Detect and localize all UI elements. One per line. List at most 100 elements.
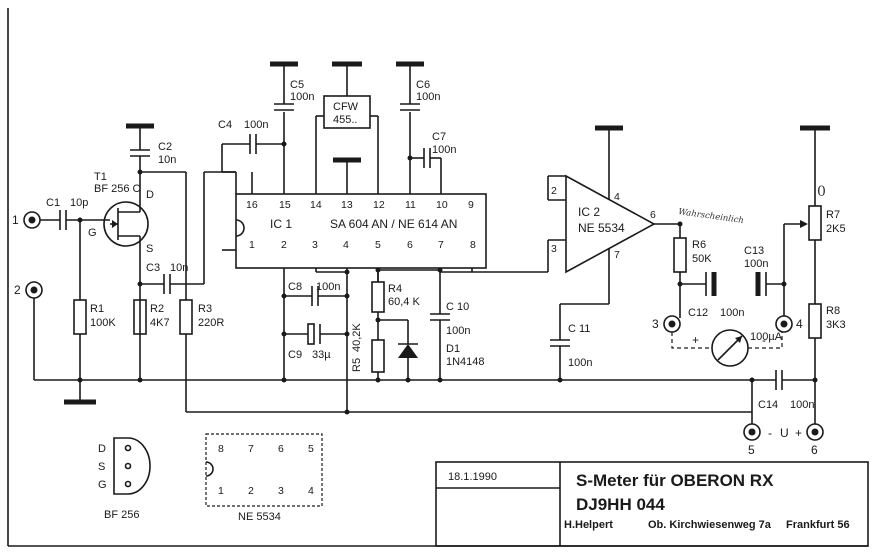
svg-text:C13: C13 <box>744 245 764 257</box>
svg-text:8: 8 <box>218 443 224 455</box>
ic2-ne5534: IC 2 NE 5534 2 3 4 6 7 <box>551 174 656 274</box>
svg-text:4: 4 <box>614 191 620 203</box>
svg-text:C12: C12 <box>688 307 708 319</box>
svg-text:100n: 100n <box>244 119 268 131</box>
svg-text:8: 8 <box>470 239 476 251</box>
svg-text:R8: R8 <box>826 305 840 317</box>
svg-text:6: 6 <box>650 209 656 221</box>
svg-text:6: 6 <box>811 443 818 457</box>
svg-text:100n: 100n <box>316 281 340 293</box>
svg-text:DJ9HH 044: DJ9HH 044 <box>576 495 665 514</box>
svg-text:C6: C6 <box>416 79 430 91</box>
svg-text:7: 7 <box>614 249 620 261</box>
svg-text:G: G <box>98 479 107 491</box>
terminal-5: 5 <box>743 423 761 457</box>
input-terminal-2: 2 <box>14 281 43 299</box>
svg-text:C9: C9 <box>288 349 302 361</box>
svg-text:C1: C1 <box>46 197 60 209</box>
svg-text:NE 5534: NE 5534 <box>578 221 625 235</box>
capacitor-c10: C 10 100n <box>430 270 470 380</box>
svg-text:R1: R1 <box>90 303 104 315</box>
svg-text:IC 2: IC 2 <box>578 205 600 219</box>
resistor-r3: R3 220R <box>179 299 224 412</box>
svg-text:4K7: 4K7 <box>150 317 170 329</box>
svg-text:100n: 100n <box>290 91 314 103</box>
svg-text:IC 1: IC 1 <box>270 217 292 231</box>
svg-text:S-Meter für OBERON RX: S-Meter für OBERON RX <box>576 471 774 490</box>
svg-text:CFW: CFW <box>333 101 359 113</box>
svg-text:40,2K: 40,2K <box>351 323 363 352</box>
svg-text:C3: C3 <box>146 262 160 274</box>
svg-text:Frankfurt 56: Frankfurt 56 <box>786 519 850 531</box>
svg-text:100n: 100n <box>744 258 768 270</box>
handwritten-note: Wahrscheinlich 0 <box>678 184 826 226</box>
svg-text:R5: R5 <box>351 358 363 372</box>
svg-text:-: - <box>768 426 772 440</box>
terminal-3: 3 <box>652 315 681 333</box>
terminal-4: 4 <box>775 315 803 333</box>
capacitor-c11: C 11 100n <box>550 303 609 380</box>
svg-text:1N4148: 1N4148 <box>446 356 485 368</box>
svg-text:16: 16 <box>246 199 258 211</box>
svg-text:NE 5534: NE 5534 <box>238 511 281 523</box>
terminal-6: 6 <box>806 423 824 457</box>
svg-text:9: 9 <box>468 199 474 211</box>
ceramic-filter-cfw: CFW 455.. <box>316 61 378 129</box>
svg-text:5: 5 <box>308 443 314 455</box>
svg-text:3: 3 <box>652 317 659 331</box>
svg-text:10n: 10n <box>170 262 188 274</box>
svg-text:C14: C14 <box>758 399 778 411</box>
svg-text:60,4 K: 60,4 K <box>388 296 420 308</box>
svg-text:5: 5 <box>748 443 755 457</box>
svg-text:100n: 100n <box>416 91 440 103</box>
svg-text:R4: R4 <box>388 283 402 295</box>
capacitor-c5: C5 100n <box>270 61 314 111</box>
svg-text:C5: C5 <box>290 79 304 91</box>
meter-100ua: + - 100µA <box>671 329 783 367</box>
svg-text:3: 3 <box>278 485 284 497</box>
svg-text:2: 2 <box>281 239 287 251</box>
svg-text:S: S <box>146 243 153 255</box>
svg-text:4: 4 <box>343 239 349 251</box>
svg-text:100n: 100n <box>790 399 814 411</box>
input-terminal-1: 1 <box>12 211 41 229</box>
svg-text:BF 256 C: BF 256 C <box>94 183 141 195</box>
svg-text:3: 3 <box>312 239 318 251</box>
capacitor-c8: C8 100n <box>281 281 347 306</box>
svg-text:100n: 100n <box>568 357 592 369</box>
svg-text:10p: 10p <box>70 197 88 209</box>
resistor-r1: R1 100K <box>73 220 116 380</box>
svg-text:D: D <box>98 443 106 455</box>
capacitor-c13: C13 100n <box>744 245 784 296</box>
svg-text:C7: C7 <box>432 131 446 143</box>
capacitor-c7: C7 100n <box>407 131 456 168</box>
svg-text:3K3: 3K3 <box>826 319 846 331</box>
capacitor-c3: C3 10n <box>140 171 237 294</box>
svg-text:7: 7 <box>248 443 254 455</box>
svg-text:2K5: 2K5 <box>826 223 846 235</box>
svg-text:12: 12 <box>373 199 385 211</box>
capacitor-c2: C2 10n <box>126 123 176 172</box>
svg-text:1: 1 <box>249 239 255 251</box>
svg-text:R3: R3 <box>198 303 212 315</box>
svg-text:4: 4 <box>796 317 803 331</box>
svg-text:D1: D1 <box>446 343 460 355</box>
trimmer-r6: R6 50K <box>673 224 712 284</box>
svg-text:6: 6 <box>278 443 284 455</box>
transistor-t1: T1 BF 256 C D G S <box>88 171 154 380</box>
title-block: 18.1.1990 S-Meter für OBERON RX DJ9HH 04… <box>435 461 869 547</box>
svg-text:T1: T1 <box>94 171 107 183</box>
svg-text:R7: R7 <box>826 209 840 221</box>
drawing-frame <box>7 8 868 547</box>
ic1-sa604: IC 1 SA 604 AN / NE 614 AN 16 15 14 13 1… <box>235 193 487 269</box>
svg-text:C4: C4 <box>218 119 232 131</box>
svg-text:220R: 220R <box>198 317 224 329</box>
svg-text:6: 6 <box>407 239 413 251</box>
svg-text:C2: C2 <box>158 141 172 153</box>
svg-text:18.1.1990: 18.1.1990 <box>448 471 497 483</box>
svg-text:100µA: 100µA <box>750 331 783 343</box>
svg-text:Wahrscheinlich: Wahrscheinlich <box>678 207 745 226</box>
svg-text:10n: 10n <box>158 154 176 166</box>
svg-text:1: 1 <box>218 485 224 497</box>
